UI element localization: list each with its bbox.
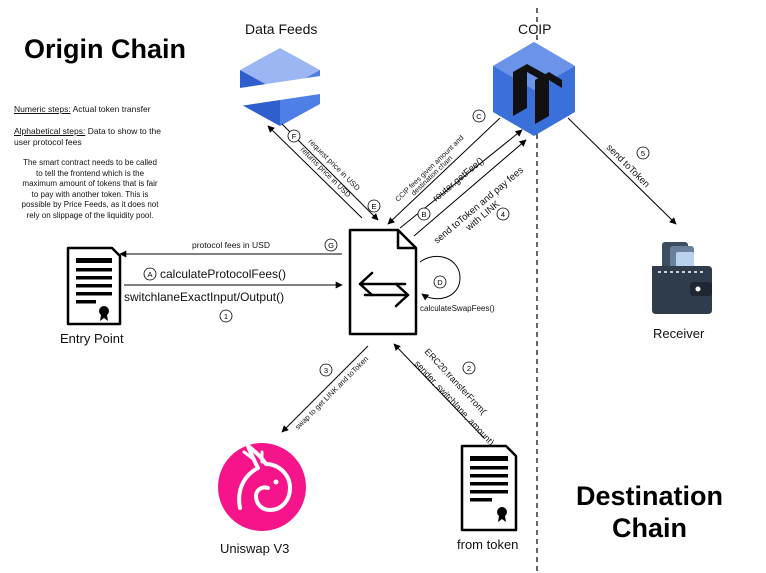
legend-numeric-label: Numeric steps: (14, 104, 71, 114)
svg-text:2: 2 (467, 364, 471, 373)
svg-text:D: D (437, 278, 443, 287)
svg-text:F: F (292, 132, 297, 141)
data-feeds-label: Data Feeds (245, 21, 318, 37)
wallet-icon (652, 242, 712, 314)
svg-text:4: 4 (501, 210, 505, 219)
svg-text:A: A (147, 270, 152, 279)
ccip-icon (493, 42, 575, 136)
arrow-f-request-price (267, 125, 363, 219)
svg-text:E: E (371, 202, 376, 211)
data-feeds-icon (240, 48, 320, 126)
svg-text:B: B (421, 210, 426, 219)
svg-text:1: 1 (224, 312, 228, 321)
note-line: maximum amount of tokens that is fair (22, 179, 158, 188)
marker-c: C (472, 109, 486, 123)
from-token-document-icon (460, 444, 518, 532)
arrow-2-transfer-from (393, 343, 485, 439)
svg-text:5: 5 (641, 149, 645, 158)
legend-numeric: Numeric steps: Actual token transfer (14, 104, 151, 115)
marker-4: 4 (496, 207, 510, 221)
marker-f: F (287, 129, 301, 143)
marker-5: 5 (636, 146, 650, 160)
arrow-5-send-to-token (567, 117, 677, 225)
svg-text:G: G (328, 241, 334, 250)
marker-3: 3 (319, 363, 333, 377)
svg-text:3: 3 (324, 366, 328, 375)
entry-point-label: Entry Point (60, 331, 124, 346)
edge-label-4-line1: send toToken and pay fees (432, 165, 526, 247)
uniswap-logo-icon (218, 443, 306, 531)
edge-label-d: calculateSwapFees() (420, 304, 495, 313)
origin-chain-title: Origin Chain (24, 34, 186, 64)
arrow-3-swap (281, 345, 369, 433)
arrow-d-self-loop (419, 255, 461, 301)
switchlane-contract-icon (348, 228, 418, 336)
note-line: The smart contract needs to be called (23, 158, 157, 167)
marker-b: B (417, 207, 431, 221)
legend-numeric-text: Actual token transfer (70, 104, 151, 114)
note-line: to pay with another token. This is (31, 189, 149, 199)
legend-alpha-label: Alphabetical steps: (14, 126, 86, 136)
marker-e: E (367, 199, 381, 213)
edge-label-3: swap to get LINK and toToken (293, 354, 370, 431)
marker-a: A (143, 267, 157, 281)
destination-chain-title-line1: Destination (576, 481, 724, 511)
legend-alpha-text-1: Data to show to the (85, 126, 161, 136)
destination-chain-title-line2: Chain (612, 513, 688, 543)
marker-1: 1 (219, 309, 233, 323)
note-line: rely on slippage of the liquidity pool. (26, 210, 154, 220)
from-token-label: from token (457, 537, 519, 552)
svg-text:C: C (476, 112, 482, 121)
arrow-c-ccip-fees (387, 117, 501, 225)
edge-label-g: protocol fees in USD (192, 240, 270, 250)
marker-2: 2 (462, 361, 476, 375)
uniswap-label: Uniswap V3 (220, 541, 290, 556)
edge-label-1: switchlaneExactInput/Output() (124, 290, 285, 304)
arrow-4-send-to-ccip (413, 139, 527, 237)
receiver-label: Receiver (653, 326, 705, 341)
note-line: to tell the frontend which is the (35, 168, 145, 178)
note-line: possible by Price Feeds, as it does not (21, 200, 159, 209)
edge-label-c-line1: CCIP fees given amount and (393, 133, 465, 203)
marker-g: G (324, 238, 338, 252)
marker-d: D (433, 275, 447, 289)
legend-alpha-text-2: user protocol fees (14, 137, 82, 147)
ccip-label: CCIP (518, 21, 552, 37)
entry-point-document-icon (66, 246, 122, 326)
price-feeds-note: The smart contract needs to be called to… (0, 158, 180, 221)
legend-alpha: Alphabetical steps: Data to show to the … (14, 126, 161, 148)
edge-label-a: calculateProtocolFees() (160, 267, 287, 281)
